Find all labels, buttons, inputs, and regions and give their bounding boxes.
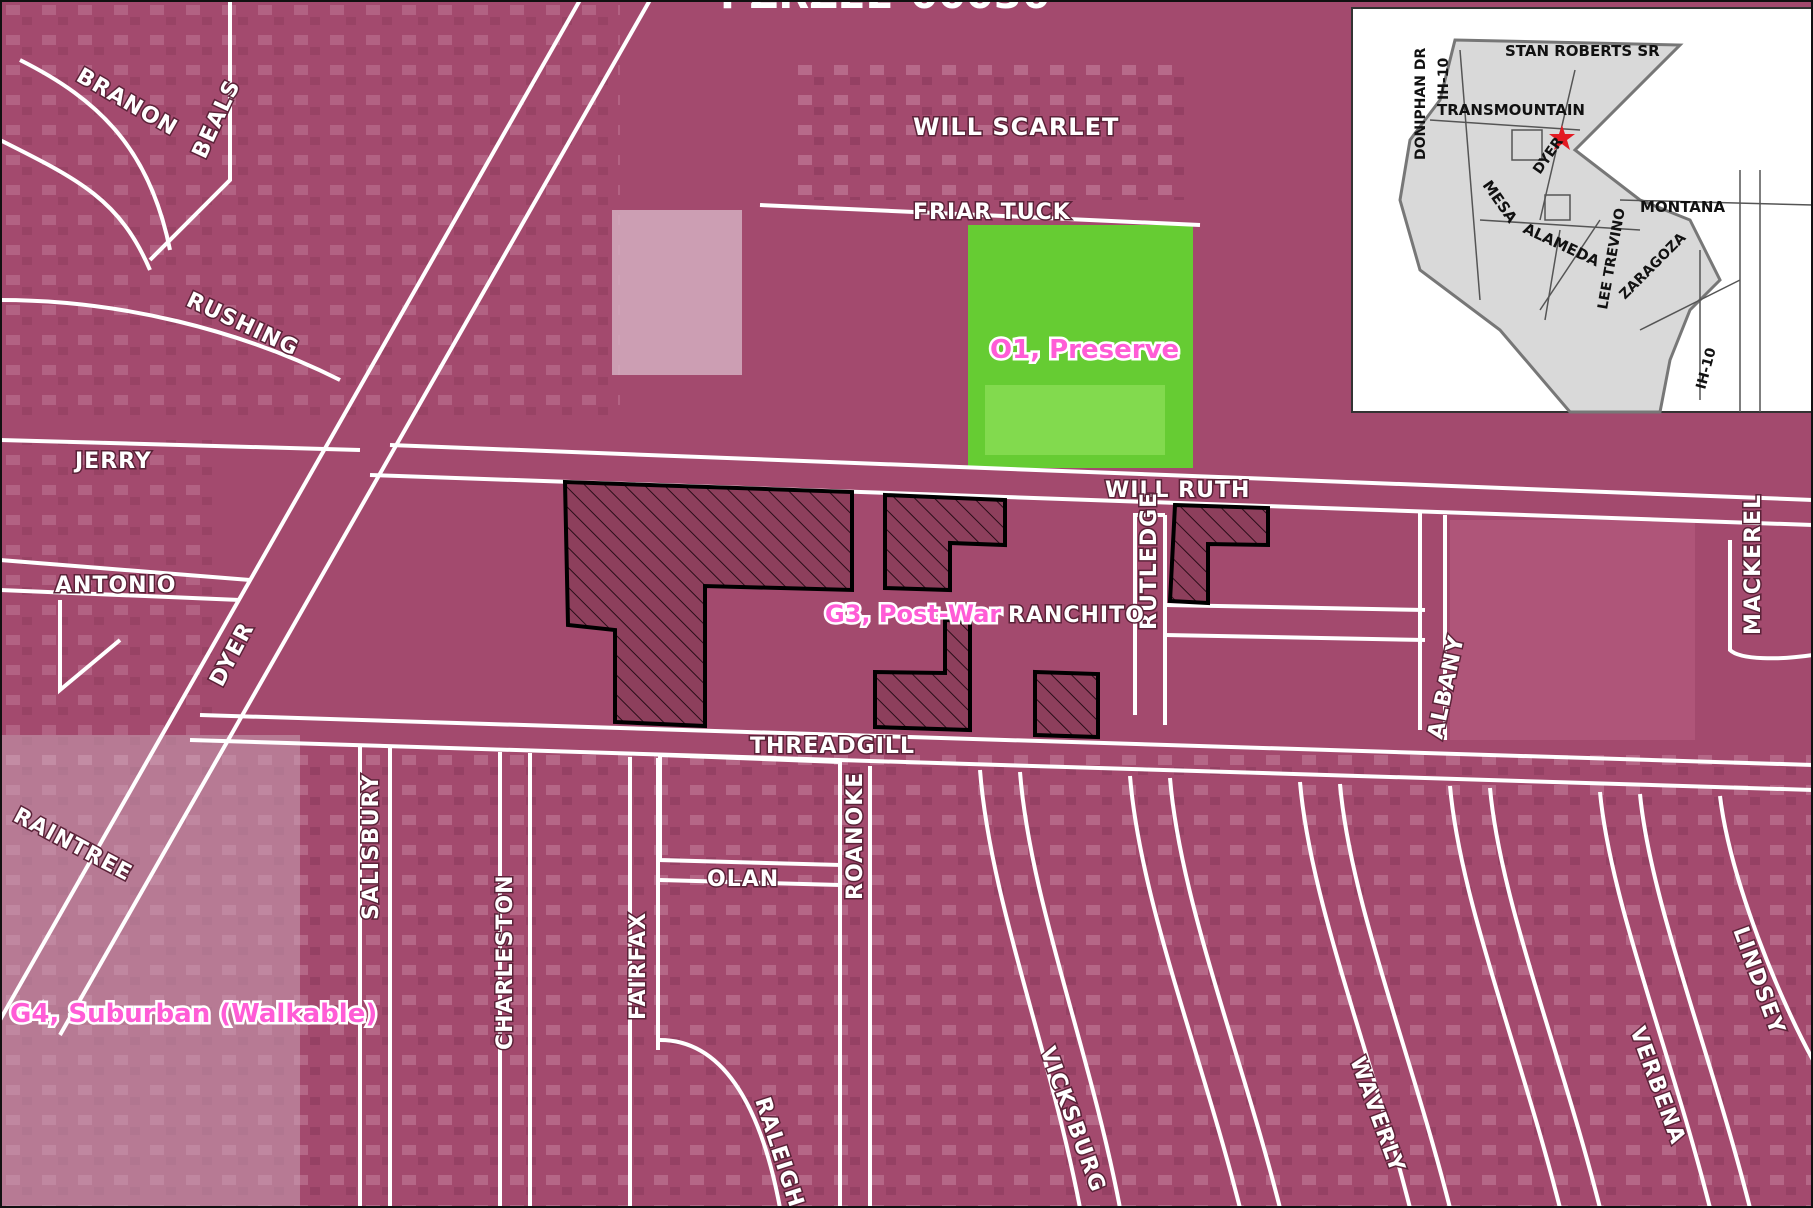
- vacant-lot-east: [1450, 520, 1695, 740]
- commercial-building: [612, 210, 742, 375]
- street-fairfax: FAIRFAX: [626, 912, 651, 1020]
- street-charleston: CHARLESTON: [493, 874, 518, 1050]
- street-salisbury: SALISBURY: [359, 774, 384, 920]
- inset-label-ih10-north: IH-10: [1436, 58, 1452, 100]
- street-roanoke: ROANOKE: [843, 772, 868, 900]
- street-ranchito: RANCHITO: [1008, 603, 1145, 628]
- street-jerry: JERRY: [73, 449, 152, 474]
- street-friar-tuck: FRIAR TUCK: [913, 200, 1071, 225]
- parcel-west: [562, 479, 854, 729]
- residential-texture: [0, 750, 1813, 1208]
- zone-label-g4: G4, Suburban (Walkable): [10, 999, 377, 1029]
- street-antonio: ANTONIO: [55, 573, 176, 598]
- residential-texture-north: [0, 0, 620, 420]
- parcel-east: [1167, 502, 1270, 606]
- street-rutledge: RUTLEDGE: [1137, 492, 1162, 630]
- inset-location-star: [1549, 125, 1575, 150]
- street-threadgill: THREADGILL: [750, 734, 915, 759]
- zone-label-g3: G3, Post-War: [825, 600, 1001, 628]
- street-olan: OLAN: [707, 867, 779, 892]
- street-mackerel: MACKEREL: [1741, 494, 1766, 635]
- inset-city-boundary: [1398, 38, 1722, 414]
- parcel-north-middle: [883, 492, 1007, 593]
- trailer-park: [790, 60, 1190, 200]
- preserve-building: [985, 385, 1165, 455]
- parcel-small-square: [1033, 669, 1100, 740]
- unzoned-area: [0, 735, 300, 1208]
- residential-texture-west: [0, 440, 220, 770]
- inset-label-stan-roberts: STAN ROBERTS SR: [1505, 42, 1660, 60]
- street-will-scarlet: WILL SCARLET: [913, 113, 1119, 141]
- locator-inset: STAN ROBERTS SR DONIPHAN DR IH-10 TRANSM…: [1351, 7, 1813, 414]
- inset-label-transmountain: TRANSMOUNTAIN: [1437, 101, 1585, 119]
- inset-label-montana: MONTANA: [1640, 198, 1725, 216]
- street-will-ruth: WILL RUTH: [1105, 478, 1250, 503]
- parcel-south-middle: [873, 617, 972, 733]
- map-title: PZRZ22-00036: [720, 0, 1050, 18]
- subject-parcels: [562, 479, 1270, 740]
- zone-label-o1: O1, Preserve: [990, 335, 1179, 365]
- inset-label-doniphan: DONIPHAN DR: [1413, 48, 1429, 160]
